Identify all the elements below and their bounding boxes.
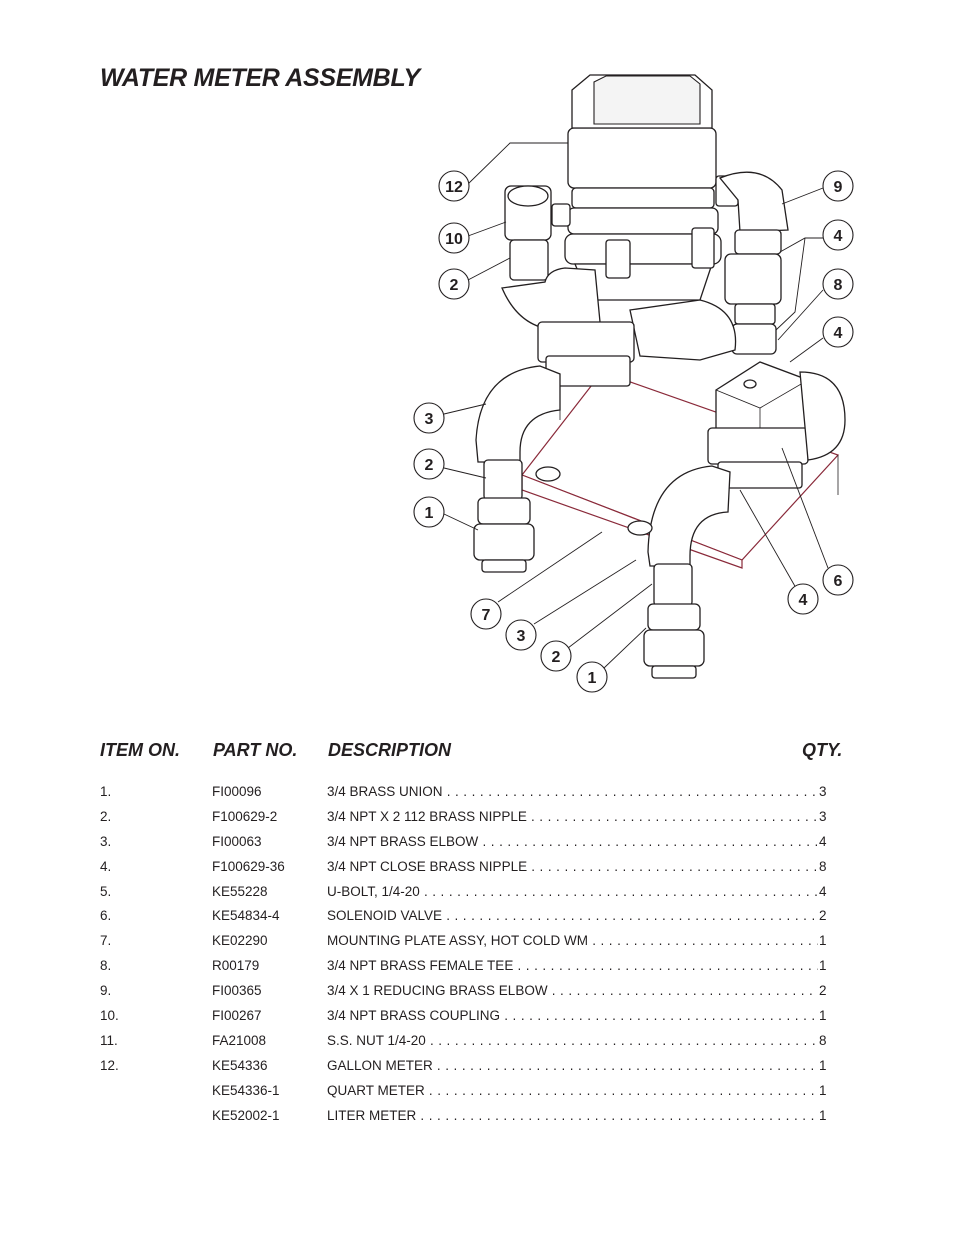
nut xyxy=(535,466,561,482)
svg-text:7: 7 xyxy=(482,607,491,624)
callout-4-middle: 4 xyxy=(822,316,854,348)
front-union xyxy=(643,603,705,679)
header-qty: QTY. xyxy=(802,740,843,760)
assembly-drawing: 12 10 2 9 4 8 4 3 2 1 6 4 7 3 2 1 xyxy=(413,74,854,693)
svg-text:2: 2 xyxy=(450,277,459,294)
header-part-no: PART NO. xyxy=(213,740,298,760)
svg-text:9: 9 xyxy=(834,179,843,196)
svg-text:2: 2 xyxy=(552,649,561,666)
svg-text:12: 12 xyxy=(445,179,463,196)
front-nipple xyxy=(653,563,693,607)
callout-4-lower: 4 xyxy=(787,583,819,615)
svg-text:6: 6 xyxy=(834,573,843,590)
header-item: ITEM ON. xyxy=(100,740,180,760)
callout-3-left: 3 xyxy=(413,402,445,434)
callout-12: 12 xyxy=(438,170,470,202)
nut xyxy=(627,520,653,536)
table-row: 2.F100629-23/4 NPT X 2 112 BRASS NIPPLE3 xyxy=(0,808,954,834)
callout-9: 9 xyxy=(822,170,854,202)
gallon-meter xyxy=(551,74,739,301)
left-riser xyxy=(501,185,601,331)
callout-2-left: 2 xyxy=(413,448,445,480)
leader-lines xyxy=(443,142,829,669)
callout-2-top: 2 xyxy=(438,268,470,300)
solenoid-valve xyxy=(707,361,846,489)
left-union xyxy=(473,497,535,573)
left-elbow xyxy=(475,365,561,463)
svg-text:3: 3 xyxy=(517,628,526,645)
callout-8: 8 xyxy=(822,268,854,300)
callout-2-front: 2 xyxy=(540,640,572,672)
svg-text:1: 1 xyxy=(588,670,597,687)
left-nipple xyxy=(483,459,523,501)
svg-text:4: 4 xyxy=(834,325,843,342)
svg-text:1: 1 xyxy=(425,505,434,522)
svg-text:2: 2 xyxy=(425,457,434,474)
svg-text:8: 8 xyxy=(834,277,843,294)
svg-text:3: 3 xyxy=(425,411,434,428)
svg-text:4: 4 xyxy=(799,592,808,609)
svg-text:4: 4 xyxy=(834,228,843,245)
callout-1-left: 1 xyxy=(413,496,445,528)
callout-7: 7 xyxy=(470,598,502,630)
front-elbow xyxy=(647,465,731,567)
page-title: WATER METER ASSEMBLY xyxy=(100,64,420,92)
callout-3-front: 3 xyxy=(505,619,537,651)
table-row: 4.F100629-363/4 NPT CLOSE BRASS NIPPLE8 xyxy=(0,858,954,884)
callout-4-upper: 4 xyxy=(822,219,854,251)
callout-6: 6 xyxy=(822,564,854,596)
svg-text:10: 10 xyxy=(445,231,463,248)
callout-1-front: 1 xyxy=(576,661,608,693)
right-riser xyxy=(629,171,789,361)
header-description: DESCRIPTION xyxy=(328,740,452,760)
callout-10: 10 xyxy=(438,222,470,254)
left-valve-block xyxy=(537,321,635,420)
